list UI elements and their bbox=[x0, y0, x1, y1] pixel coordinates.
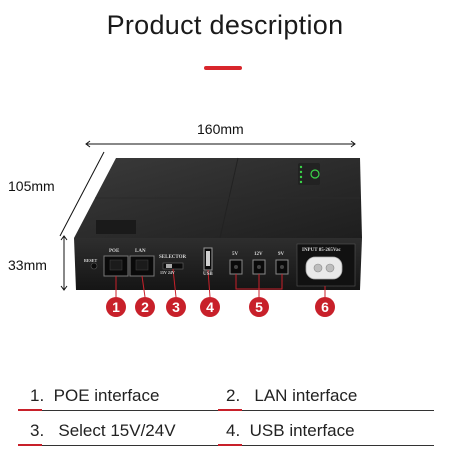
input-label: INPUT 85-265Vac bbox=[302, 248, 341, 253]
legend-num: 2. bbox=[226, 386, 241, 405]
badge-4: 4 bbox=[200, 297, 220, 317]
legend-underline bbox=[42, 409, 218, 411]
badge-1: 1 bbox=[106, 297, 126, 317]
legend-underline-accent bbox=[18, 409, 42, 411]
selector-values-label: 15V 24V bbox=[160, 270, 175, 275]
badge-3: 3 bbox=[166, 297, 186, 317]
reset-button-icon bbox=[90, 262, 98, 270]
legend-underline bbox=[42, 444, 218, 446]
legend-num: 1. bbox=[30, 386, 45, 405]
badge-5: 5 bbox=[249, 297, 269, 317]
title-accent-bar bbox=[204, 66, 242, 70]
legend-underline-accent bbox=[18, 444, 42, 446]
legend-num: 3. bbox=[30, 421, 45, 440]
legend-item-3: 3. Select 15V/24V bbox=[30, 421, 176, 441]
ac-input-port-icon bbox=[296, 243, 356, 287]
legend-item-1: 1. POE interface bbox=[30, 386, 159, 406]
dc2-label: 12V bbox=[254, 252, 263, 257]
legend-text: Select 15V/24V bbox=[58, 421, 176, 440]
length-label: 160mm bbox=[197, 121, 244, 137]
badge-2: 2 bbox=[135, 297, 155, 317]
width-label: 105mm bbox=[8, 178, 55, 194]
dc1-label: 5V bbox=[232, 252, 239, 257]
usb-port-icon bbox=[203, 247, 213, 271]
usb-label: USB bbox=[203, 272, 213, 277]
legend-item-4: 4. USB interface bbox=[226, 421, 355, 441]
poe-port-icon bbox=[103, 255, 129, 277]
dc-output-ports-icon bbox=[229, 259, 289, 275]
legend-underline bbox=[242, 409, 434, 411]
device-front-face bbox=[74, 238, 362, 290]
width-arrow bbox=[59, 151, 105, 237]
length-arrow bbox=[85, 140, 356, 148]
legend-text: POE interface bbox=[53, 386, 160, 405]
height-label: 33mm bbox=[8, 257, 47, 273]
legend-text: USB interface bbox=[249, 421, 355, 440]
selector-switch-icon bbox=[162, 262, 184, 270]
lan-port-icon bbox=[129, 255, 155, 277]
legend-underline-accent bbox=[218, 444, 242, 446]
height-arrow bbox=[60, 235, 68, 291]
reset-label: RESET bbox=[84, 258, 98, 263]
legend-text: LAN interface bbox=[254, 386, 358, 405]
legend-num: 4. bbox=[226, 421, 241, 440]
page-title: Product description bbox=[106, 10, 344, 40]
lan-label: LAN bbox=[135, 249, 146, 254]
selector-label: SELECTOR bbox=[159, 255, 187, 260]
poe-label: POE bbox=[109, 249, 120, 254]
legend-underline bbox=[242, 444, 434, 446]
status-leds-icon bbox=[298, 163, 320, 185]
dc3-label: 9V bbox=[278, 252, 285, 257]
legend-underline-accent bbox=[218, 409, 242, 411]
callout-lines bbox=[115, 268, 326, 298]
legend-item-2: 2. LAN interface bbox=[226, 386, 357, 406]
badge-6: 6 bbox=[315, 297, 335, 317]
